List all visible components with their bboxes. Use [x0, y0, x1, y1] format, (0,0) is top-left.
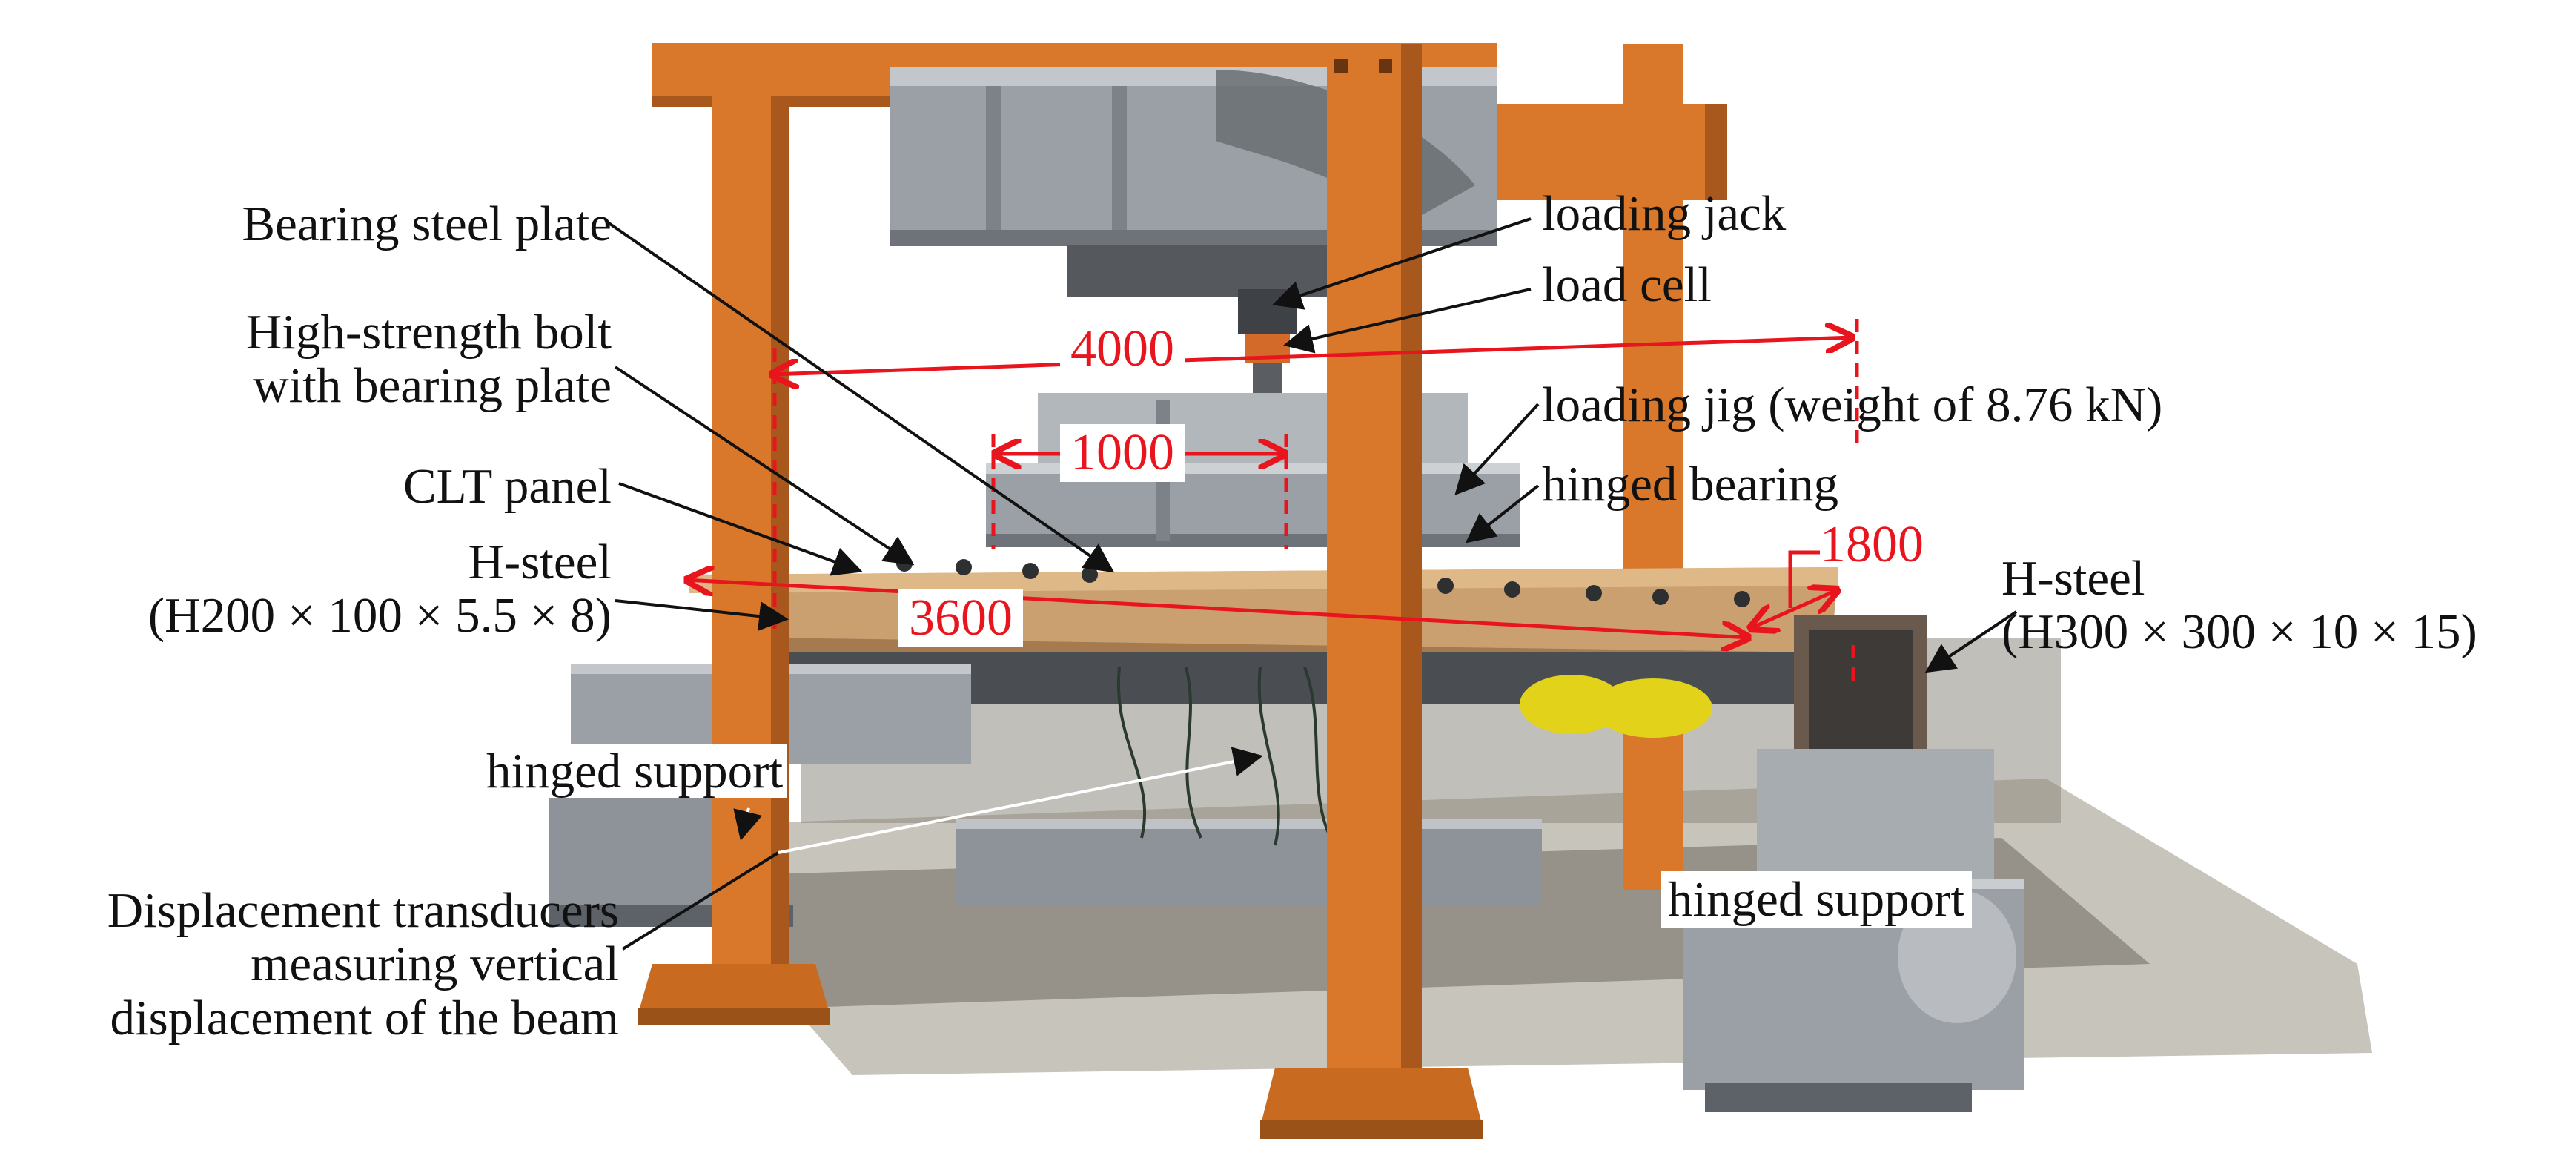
label-h-steel-left-line1: H-steel	[468, 535, 612, 589]
label-hs-bolt-line1: High-strength bolt	[245, 305, 612, 360]
leader-load-cell	[1283, 288, 1532, 354]
label-hs-bolt-line2: with bearing plate	[253, 358, 612, 414]
dim-1000-value: 1000	[1060, 424, 1185, 482]
leader-lines	[606, 217, 2018, 951]
leader-hs-bolt	[614, 366, 915, 566]
label-bearing-steel-plate: Bearing steel plate	[242, 196, 612, 251]
leader-hsteel-right	[1924, 610, 2018, 673]
leader-loading-jack	[1272, 217, 1532, 310]
leader-clt-panel	[618, 482, 863, 576]
label-hinged-support-left: hinged support	[482, 744, 788, 798]
label-transducers-line3: displacement of the beam	[110, 990, 620, 1045]
label-displacement-transducers: Displacement transducers measuring verti…	[107, 884, 619, 1045]
dim-1800-bracket	[1788, 550, 1820, 608]
label-h-steel-right-line2: (H300 × 300 × 10 × 15)	[2001, 604, 2477, 660]
leader-loading-jig	[1454, 403, 1540, 495]
dim-1800-value: 1800	[1820, 516, 1924, 573]
label-h-steel-right-line1: H-steel	[2001, 551, 2145, 606]
label-h-steel-left-line2: (H200 × 100 × 5.5 × 8)	[148, 588, 612, 644]
leader-transducers-white	[778, 747, 1263, 854]
leader-hinged-support-left	[733, 807, 763, 841]
label-load-cell: load cell	[1542, 257, 1712, 312]
sandbags	[1520, 675, 1712, 738]
label-clt-panel: CLT panel	[403, 459, 612, 514]
transducer-cables	[1116, 667, 1336, 846]
lower-base-beam	[956, 819, 1542, 905]
dim-4000-line	[771, 337, 1853, 374]
label-h-steel-right: H-steel (H300 × 300 × 10 × 15)	[2001, 552, 2477, 659]
label-h-steel-left: H-steel (H200 × 100 × 5.5 × 8)	[148, 535, 612, 643]
label-hinged-bearing: hinged bearing	[1542, 457, 1839, 512]
dim-1800-line	[1749, 589, 1838, 629]
leader-hsteel-left	[615, 599, 789, 631]
label-loading-jig: loading jig (weight of 8.76 kN)	[1542, 377, 2163, 432]
label-loading-jack: loading jack	[1542, 186, 1787, 241]
dim-3600-line	[686, 580, 1749, 638]
label-transducers-line1: Displacement transducers	[107, 883, 619, 938]
leader-bearing-plate	[606, 221, 1115, 573]
dim-3600-value: 3600	[898, 589, 1023, 647]
label-high-strength-bolt: High-strength bolt with bearing plate	[246, 305, 612, 413]
dim-4000-value: 4000	[1060, 320, 1185, 378]
leader-hinged-bearing	[1465, 484, 1540, 543]
leader-transducers	[621, 851, 780, 951]
label-hinged-support-right: hinged support	[1661, 871, 1973, 928]
jack-and-load-cell	[1238, 289, 1297, 393]
label-transducers-line2: measuring vertical	[251, 936, 619, 992]
